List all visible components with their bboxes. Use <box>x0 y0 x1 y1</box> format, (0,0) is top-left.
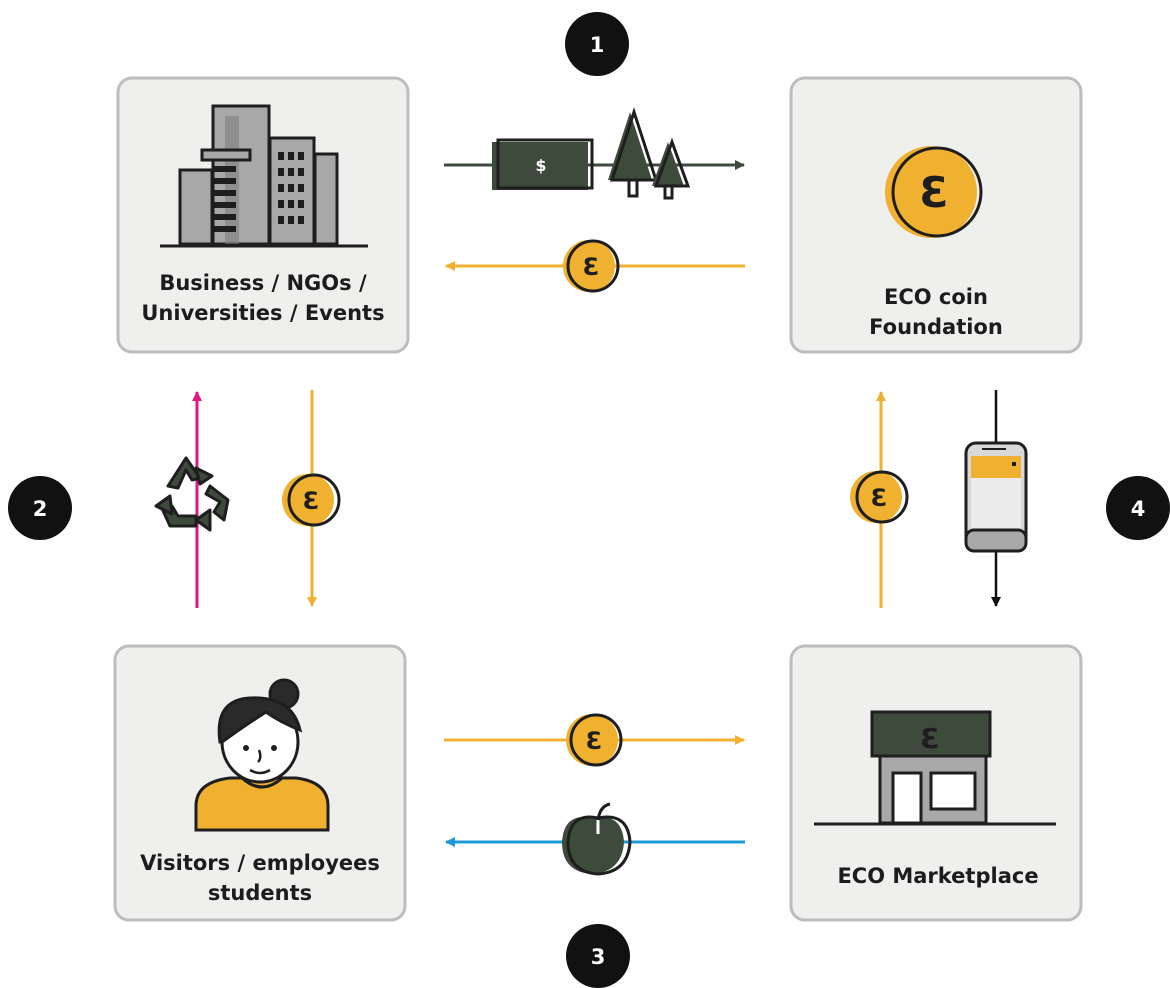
step-number-1: 1 <box>590 33 605 57</box>
eco-coin-icon: Ɛ <box>282 473 341 527</box>
visitors-label-line1: Visitors / employees <box>140 851 380 875</box>
coin-symbol: Ɛ <box>303 487 320 515</box>
flow-visitors-to-business <box>154 391 230 608</box>
flow-foundation-to-business: Ɛ <box>445 239 745 293</box>
flow-visitors-to-marketplace: Ɛ <box>444 713 745 767</box>
flow-foundation-to-marketplace <box>964 390 1028 607</box>
step-number-3: 3 <box>591 945 606 969</box>
visitors-box: Visitors / employees students <box>113 644 407 922</box>
step-badge-3: 3 <box>566 924 630 988</box>
flow-business-to-visitors: Ɛ <box>282 390 341 607</box>
step-number-4: 4 <box>1131 497 1146 521</box>
marketplace-label: ECO Marketplace <box>837 864 1038 888</box>
step-badge-2: 2 <box>8 476 72 540</box>
shop-icon: Ɛ <box>814 710 1056 826</box>
visitors-label-line2: students <box>208 881 312 905</box>
business-box: Business / NGOs / Universities / Events <box>116 76 410 354</box>
marketplace-box: Ɛ ECO Marketplace <box>789 644 1083 922</box>
step-badge-4: 4 <box>1106 476 1170 540</box>
foundation-label-line1: ECO coin <box>884 285 988 309</box>
flow-business-to-foundation: $ <box>444 107 745 200</box>
money-symbol: $ <box>535 156 546 175</box>
recycle-icon <box>154 456 230 532</box>
money-icon: $ <box>492 138 594 190</box>
flow-marketplace-to-foundation: Ɛ <box>850 391 909 608</box>
coin-symbol: Ɛ <box>919 168 948 217</box>
eco-coin-icon: Ɛ <box>563 239 620 293</box>
coin-symbol: Ɛ <box>583 253 600 281</box>
step-number-2: 2 <box>33 497 48 521</box>
foundation-label-line2: Foundation <box>869 315 1003 339</box>
apple-icon <box>562 802 632 876</box>
coin-symbol: Ɛ <box>871 484 888 512</box>
trees-icon <box>608 107 691 200</box>
eco-coin-icon: Ɛ <box>885 146 983 238</box>
business-label-line1: Business / NGOs / <box>159 271 367 295</box>
eco-coin-icon: Ɛ <box>566 713 623 767</box>
coin-symbol: Ɛ <box>586 727 603 755</box>
person-icon <box>194 678 330 832</box>
flow-marketplace-to-visitors <box>445 802 745 876</box>
step-badge-1: 1 <box>565 12 629 76</box>
buildings-icon <box>160 104 368 248</box>
business-label-line2: Universities / Events <box>141 301 384 325</box>
eco-coin-icon: Ɛ <box>850 470 909 524</box>
foundation-box: Ɛ ECO coin Foundation <box>789 76 1083 354</box>
shop-sign-symbol: Ɛ <box>920 722 939 755</box>
phone-icon <box>964 441 1028 553</box>
